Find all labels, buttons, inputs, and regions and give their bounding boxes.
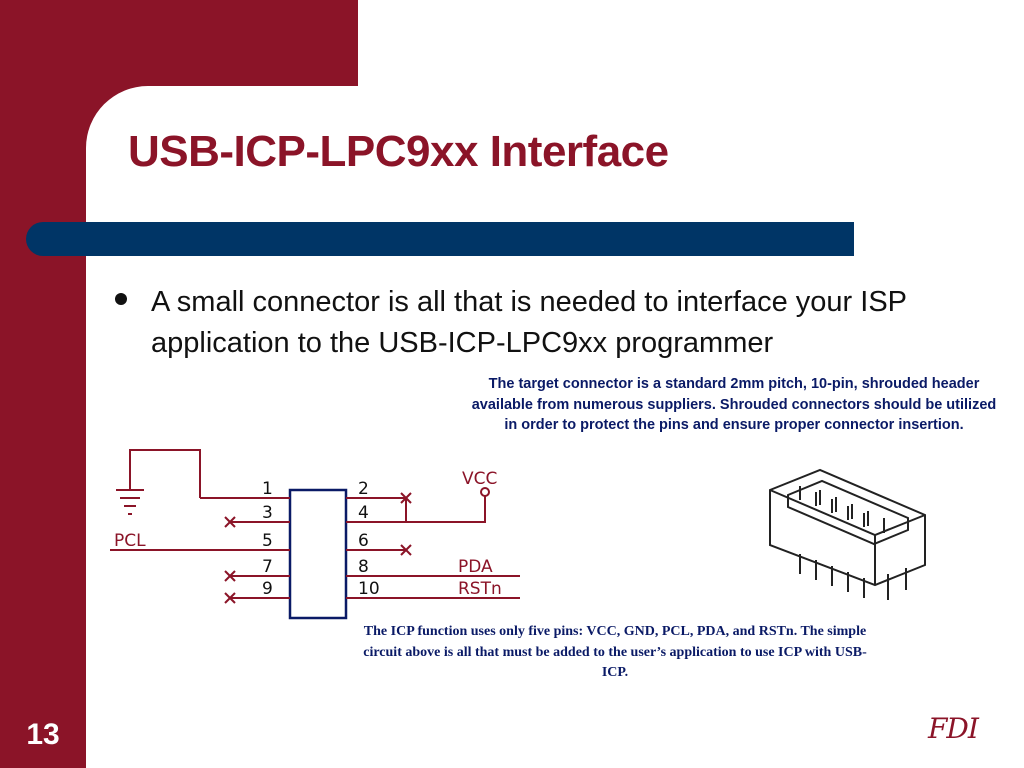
connector-body <box>288 488 348 620</box>
title-underline-bar <box>26 222 854 256</box>
fdi-logo: FDI <box>928 712 979 745</box>
content-panel <box>86 86 1024 768</box>
ground-icon <box>116 449 201 515</box>
schematic-diagram: VCC PCL PDA RSTn 1 3 5 7 9 2 4 6 8 10 <box>110 449 520 620</box>
left-sidebar-band <box>0 0 86 768</box>
icp-caption: The ICP function uses only five pins: VC… <box>363 624 867 680</box>
pin-label: 5 <box>262 531 273 551</box>
pcl-label: PCL <box>114 531 146 551</box>
pin-label: 3 <box>262 503 273 523</box>
pin-label: 1 <box>262 479 273 499</box>
bullet-icon <box>115 293 127 305</box>
pin-label: 2 <box>358 479 369 499</box>
bullet-text: A small connector is all that is needed … <box>151 286 907 359</box>
slide-title: USB-ICP-LPC9xx Interface <box>128 127 669 176</box>
pin-label: 8 <box>358 557 369 577</box>
vcc-label: VCC <box>462 469 497 489</box>
rstn-label: RSTn <box>458 579 502 599</box>
pin-label: 4 <box>358 503 369 523</box>
pda-label: PDA <box>458 557 493 577</box>
pin-label: 10 <box>358 579 380 599</box>
no-connect-icon <box>224 492 412 604</box>
slide-number: 13 <box>26 718 60 751</box>
pin-label: 6 <box>358 531 369 551</box>
connector-caption: The target connector is a standard 2mm p… <box>471 376 997 433</box>
vcc-terminal-icon <box>480 487 490 497</box>
shrouded-header-image <box>769 468 926 600</box>
pin-label: 9 <box>262 579 273 599</box>
pin-label: 7 <box>262 557 273 577</box>
top-right-white-area <box>358 0 1024 90</box>
